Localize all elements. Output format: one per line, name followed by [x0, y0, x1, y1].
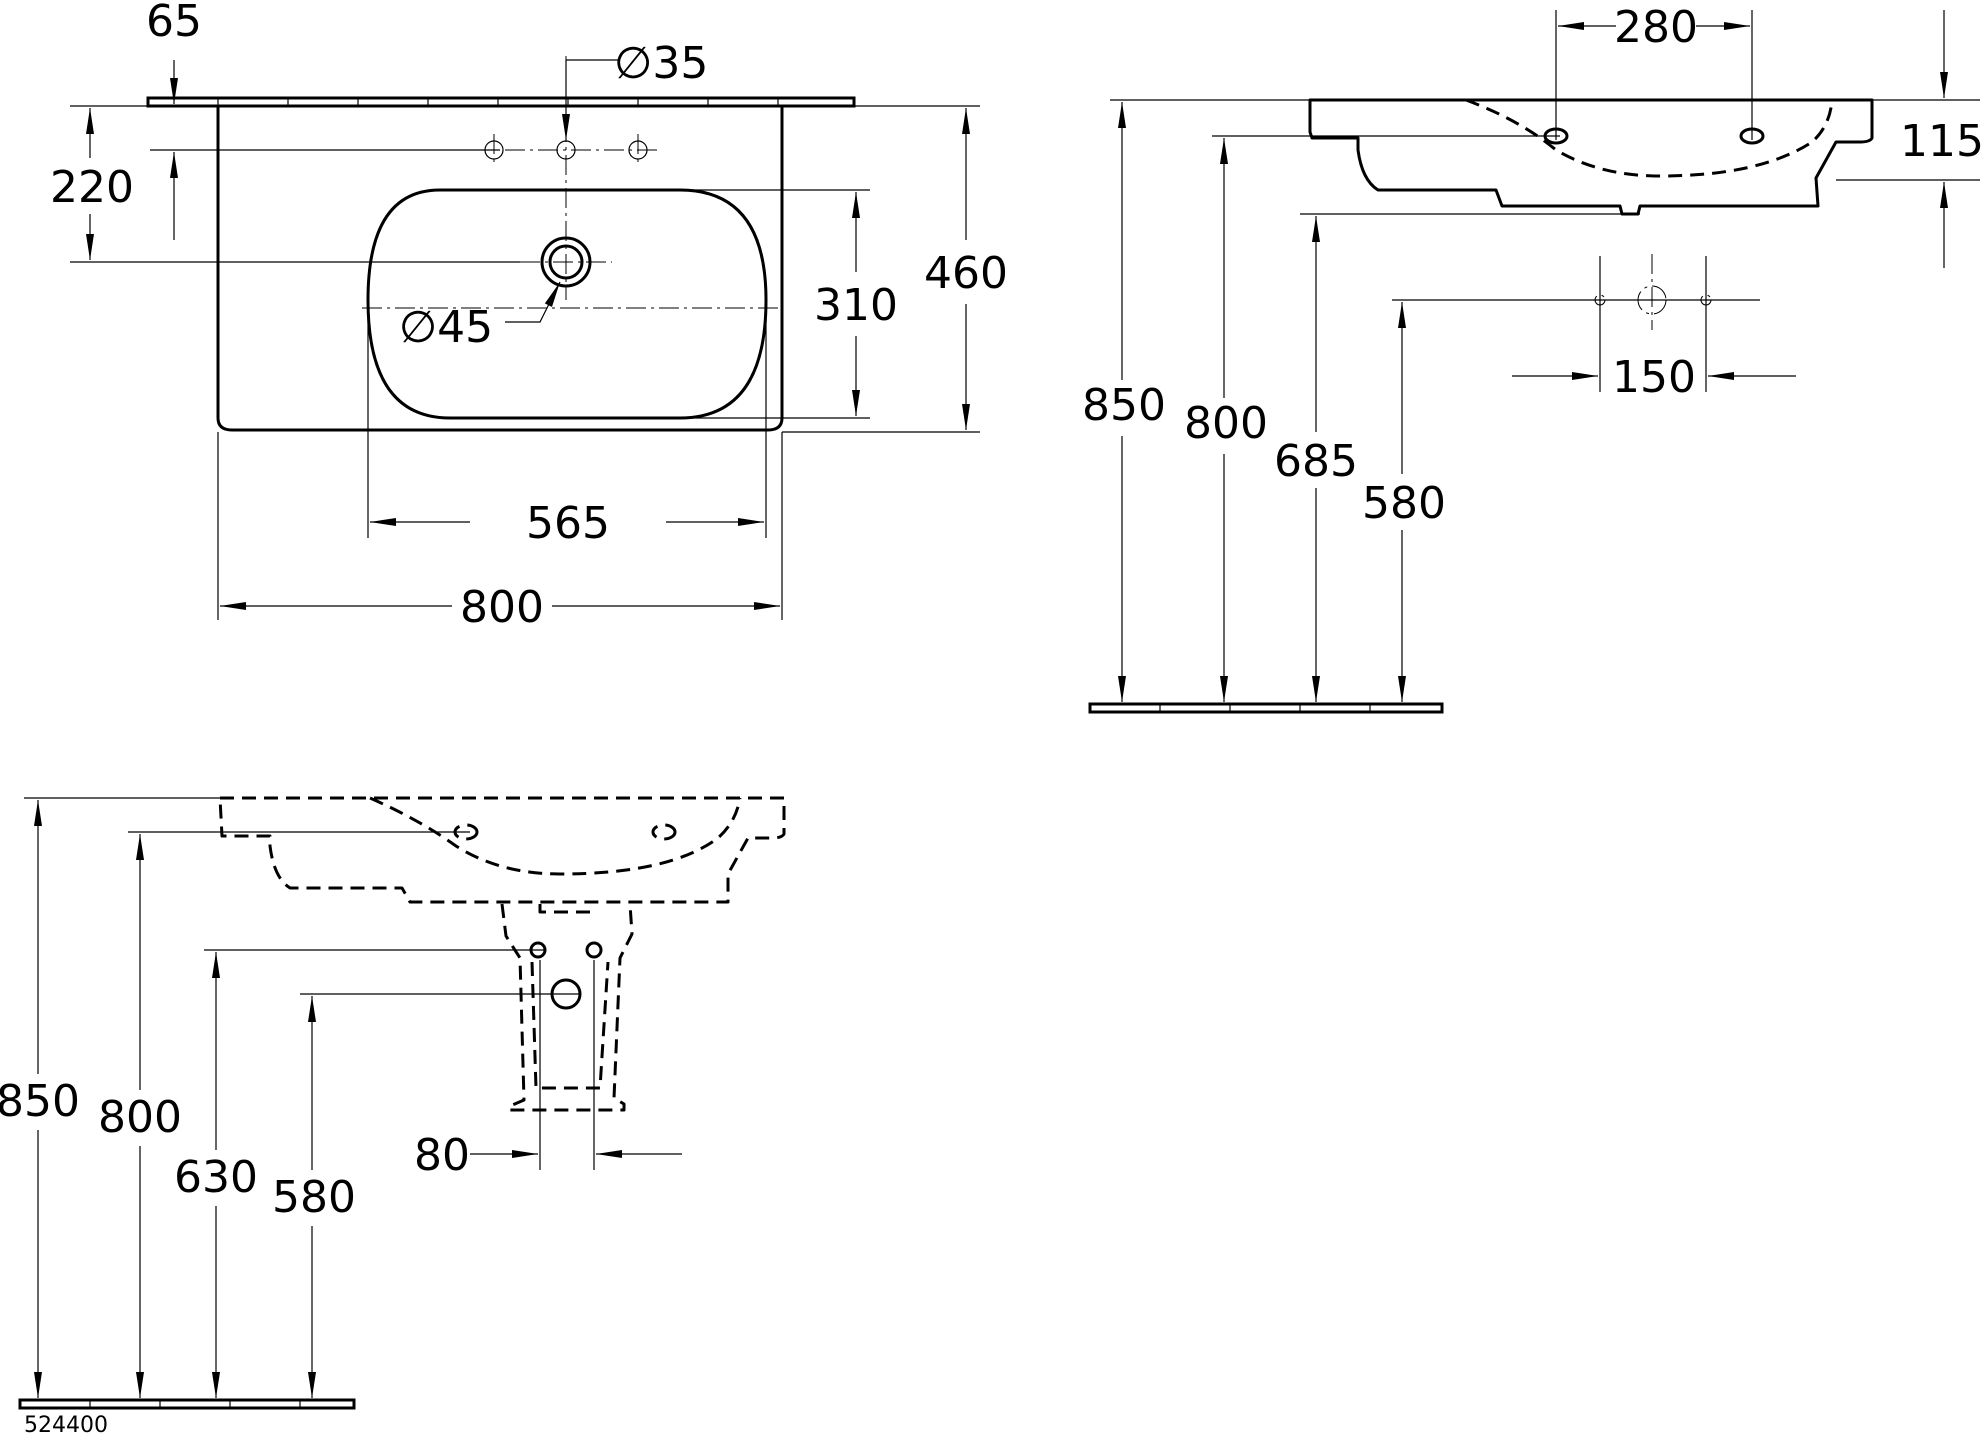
label-bg-565	[470, 492, 666, 550]
floor-strip-ticks	[1159, 704, 1371, 712]
label-800: 800	[460, 582, 544, 633]
label-bg-630-pedestal	[176, 1150, 256, 1206]
label-bg-310	[838, 272, 888, 336]
dim-leader-45	[505, 281, 561, 323]
floor-strip-side	[1088, 702, 1444, 714]
label-115: 115	[1900, 116, 1984, 167]
label-565: 565	[526, 498, 610, 549]
label-850-pedestal: 850	[0, 1076, 80, 1127]
side-view-basin: 280 115 150 850 800 685 580	[1082, 2, 1984, 714]
pedestal-inner-dashed	[530, 904, 610, 1090]
label-bg-800-pedestal	[100, 1090, 180, 1146]
basin-outline-top	[216, 104, 784, 432]
wall-strip	[146, 96, 856, 108]
label-685-side: 685	[1274, 436, 1358, 487]
label-bg-685-side	[1278, 432, 1354, 488]
label-220: 220	[50, 162, 134, 213]
side-view-extension-lines	[1110, 10, 1980, 392]
label-850-side: 850	[1082, 380, 1166, 431]
top-view-extension-lines	[70, 105, 980, 620]
label-800-pedestal: 800	[98, 1092, 182, 1143]
label-bg-850-side	[1086, 380, 1162, 436]
label-bg-220	[62, 158, 142, 214]
label-diameter-45: ∅45	[399, 302, 493, 353]
label-580-side: 580	[1362, 478, 1446, 529]
basin-pedestal-outline-dashed	[218, 796, 786, 904]
top-view-centerlines	[362, 56, 778, 309]
pedestal-extension-lines	[24, 797, 595, 1170]
top-view: 65 ∅35 220 310 460 ∅45 565 800	[50, 0, 1008, 634]
label-bg-800-side	[1186, 398, 1262, 454]
label-bg-580-side	[1364, 474, 1440, 530]
label-630-pedestal: 630	[174, 1152, 258, 1203]
side-view-pedestal: 850 800 630 580 80 524400	[0, 796, 786, 1435]
drawing-code: 524400	[24, 1413, 108, 1435]
label-65: 65	[146, 0, 202, 47]
label-bg-115	[1900, 118, 1984, 168]
label-bg-800	[452, 576, 552, 634]
label-diameter-35: ∅35	[614, 38, 708, 89]
label-bg-460	[944, 240, 996, 304]
bowl-inner-pedestal-dashed	[369, 796, 742, 876]
label-80-pedestal: 80	[414, 1130, 470, 1181]
bowl-inner-dashed	[1465, 98, 1834, 178]
label-460: 460	[924, 248, 1008, 299]
basin-side-outline	[1308, 98, 1874, 216]
wall-strip-ticks	[217, 98, 779, 106]
pedestal-outline-dashed	[500, 903, 634, 1112]
side-view-centerlines	[1594, 254, 1712, 330]
floor-strip-pedestal	[18, 1398, 356, 1410]
label-280: 280	[1614, 2, 1698, 53]
fixing-hole-right	[585, 941, 603, 959]
label-310: 310	[814, 280, 898, 331]
label-580-pedestal: 580	[272, 1172, 356, 1223]
label-150: 150	[1612, 352, 1696, 403]
label-bg-850-pedestal	[0, 1074, 76, 1130]
floor-strip-pedestal-ticks	[89, 1400, 301, 1408]
tap-hole-right-pedestal	[651, 823, 677, 841]
label-800-side: 800	[1184, 398, 1268, 449]
label-bg-580-pedestal	[274, 1170, 354, 1226]
